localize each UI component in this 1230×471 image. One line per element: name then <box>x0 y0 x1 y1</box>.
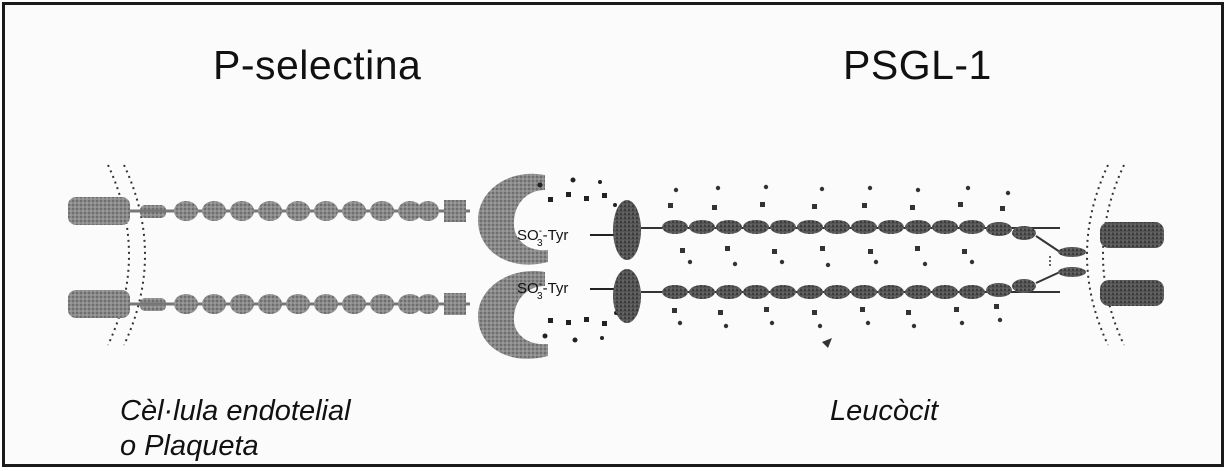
consensus-repeats-bottom <box>174 294 439 314</box>
o-glycan-decorations <box>668 184 1011 348</box>
endothelial-cell-label-line1: Cèl·lula endotelial <box>120 395 351 427</box>
so3-prefix-top: SO <box>517 227 539 244</box>
psgl1-title: PSGL-1 <box>843 42 992 88</box>
lectin-domain-bottom <box>478 271 548 359</box>
lectin-domain-top <box>478 173 548 265</box>
so3-superscript-top: - <box>539 226 542 237</box>
leukocyte-membrane <box>1086 164 1125 346</box>
psgl1-stalk-top <box>641 220 1086 257</box>
consensus-repeats-top <box>174 201 439 221</box>
cytoplasmic-tail-top <box>68 197 130 225</box>
sulfotyrosine-label-bottom: SO-3-Tyr <box>517 279 614 302</box>
leukocyte-label: Leucòcit <box>830 395 939 427</box>
svg-text:SO-3-Tyr: SO-3-Tyr <box>517 226 568 249</box>
cytoplasmic-tail-bottom <box>68 290 130 318</box>
p-selectin-chain-bottom <box>68 271 548 359</box>
endothelial-membrane <box>107 164 146 346</box>
psgl1-cytoplasmic-tail-top <box>1100 222 1164 248</box>
endothelial-cell-label-line2: o Plaqueta <box>120 430 259 462</box>
svg-text:SO-3-Tyr: SO-3-Tyr <box>517 279 568 302</box>
p-selectin-chain-top <box>68 173 548 265</box>
glycan-dots-top <box>537 177 617 207</box>
p-selectin-title: P-selectina <box>213 42 422 88</box>
psgl1-n-terminal-bottom <box>613 269 641 323</box>
egf-domain-bottom <box>444 293 466 315</box>
glycan-dots-bottom <box>542 311 618 343</box>
so3-superscript-bottom: - <box>539 279 542 290</box>
tyr-suffix-top: -Tyr <box>543 227 569 244</box>
so3-subscript-top: 3 <box>537 238 543 249</box>
psgl1-n-terminal-top <box>613 200 641 260</box>
sulfotyrosine-label-top: SO-3-Tyr <box>517 226 614 249</box>
decameric-repeats-top <box>662 220 1036 240</box>
egf-domain-top <box>444 200 466 222</box>
so3-prefix-bottom: SO <box>517 280 539 297</box>
psgl1-stalk-bottom <box>641 256 1086 299</box>
so3-subscript-bottom: 3 <box>537 291 543 302</box>
psgl1-cytoplasmic-tail-bottom <box>1100 280 1164 306</box>
decameric-repeats-bottom <box>662 279 1036 299</box>
tyr-suffix-bottom: -Tyr <box>543 280 569 297</box>
